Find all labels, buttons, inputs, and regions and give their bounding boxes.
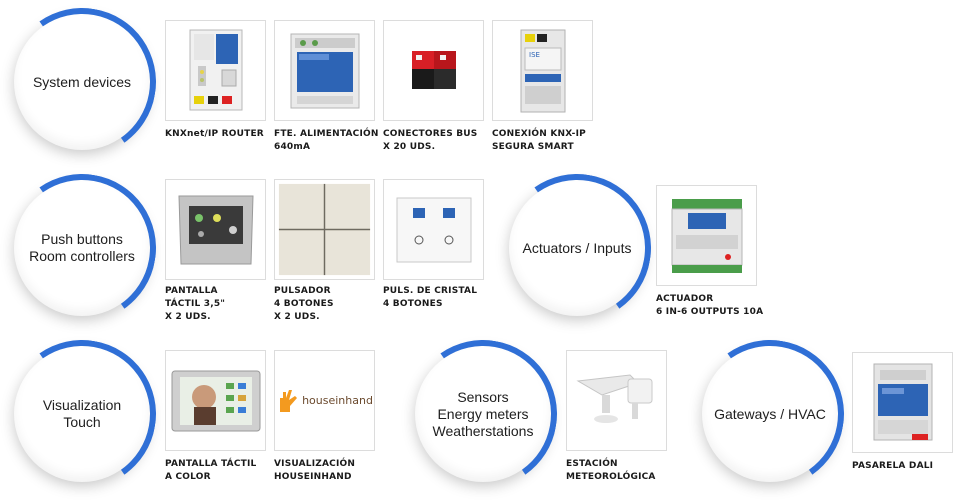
caption-knx-ip-router: KNXnet/IP ROUTER: [165, 129, 264, 139]
caption-dali-gateway: PASARELA DALI: [852, 461, 934, 471]
caption-touch-panel-35: PANTALLA TÁCTIL 3,5" X 2 UDS.: [165, 286, 226, 322]
category-actuators-inputs[interactable]: Actuators / Inputs: [509, 180, 645, 316]
product-color-touch-panel[interactable]: [165, 350, 266, 451]
product-actuator[interactable]: [656, 185, 757, 286]
product-dali-gateway[interactable]: [852, 352, 953, 453]
category-label: Push buttons Room controllers: [29, 231, 135, 264]
caption-houseinhand: VISUALIZACIÓN HOUSEINHAND: [274, 459, 356, 482]
product-knx-ip-secure[interactable]: ISE: [492, 20, 593, 121]
din-router-image: [189, 29, 242, 110]
category-system-devices[interactable]: System devices: [14, 14, 150, 150]
color-touch-image: [171, 370, 260, 431]
product-weather-station[interactable]: [566, 350, 667, 451]
houseinhand-logo: houseinhand: [276, 388, 373, 414]
svg-text:ISE: ISE: [529, 51, 540, 59]
dali-gateway-image: [873, 363, 932, 440]
caption-weather-station: ESTACIÓN METEOROLÓGICA: [566, 459, 656, 482]
caption-color-touch-panel: PANTALLA TÁCTIL A COLOR: [165, 459, 257, 482]
product-touch-panel-35[interactable]: [165, 179, 266, 280]
bus-connector-image: [411, 50, 456, 89]
category-label: Visualization Touch: [42, 397, 122, 430]
caption-knx-ip-secure: CONEXIÓN KNX-IP SEGURA SMART: [492, 129, 586, 152]
product-knx-ip-router[interactable]: [165, 20, 266, 121]
caption-power-supply: FTE. ALIMENTACIÓN 640mA: [274, 129, 379, 152]
category-push-buttons[interactable]: Push buttons Room controllers: [14, 180, 150, 316]
houseinhand-logo-text: houseinhand: [302, 394, 373, 407]
product-houseinhand[interactable]: houseinhand: [274, 350, 375, 451]
secure-device-image: ISE: [520, 29, 565, 112]
push-button-image: [278, 183, 371, 276]
power-supply-image: [290, 33, 359, 108]
category-gateways[interactable]: Gateways / HVAC: [702, 346, 838, 482]
caption-push-button-4: PULSADOR 4 BOTONES X 2 UDS.: [274, 286, 334, 322]
category-label: Sensors Energy meters Weatherstations: [432, 388, 534, 439]
category-sensors[interactable]: Sensors Energy meters Weatherstations: [415, 346, 551, 482]
category-label: Actuators / Inputs: [522, 239, 632, 256]
category-visualization[interactable]: Visualization Touch: [14, 346, 150, 482]
hand-icon: [280, 389, 298, 412]
category-label: System devices: [32, 73, 132, 90]
product-glass-push-button[interactable]: [383, 179, 484, 280]
product-bus-connectors[interactable]: [383, 20, 484, 121]
caption-glass-push-button: PULS. DE CRISTAL 4 BOTONES: [383, 286, 478, 309]
product-push-button-4[interactable]: [274, 179, 375, 280]
glass-button-image: [396, 197, 471, 262]
product-power-supply[interactable]: [274, 20, 375, 121]
caption-actuator: ACTUADOR 6 IN-6 OUTPUTS 10A: [656, 294, 764, 317]
category-label: Gateways / HVAC: [714, 405, 826, 422]
weather-station-image: [575, 373, 652, 423]
actuator-image: [671, 198, 742, 273]
caption-bus-connectors: CONECTORES BUS X 20 UDS.: [383, 129, 478, 152]
touch-panel-image: [177, 195, 254, 264]
